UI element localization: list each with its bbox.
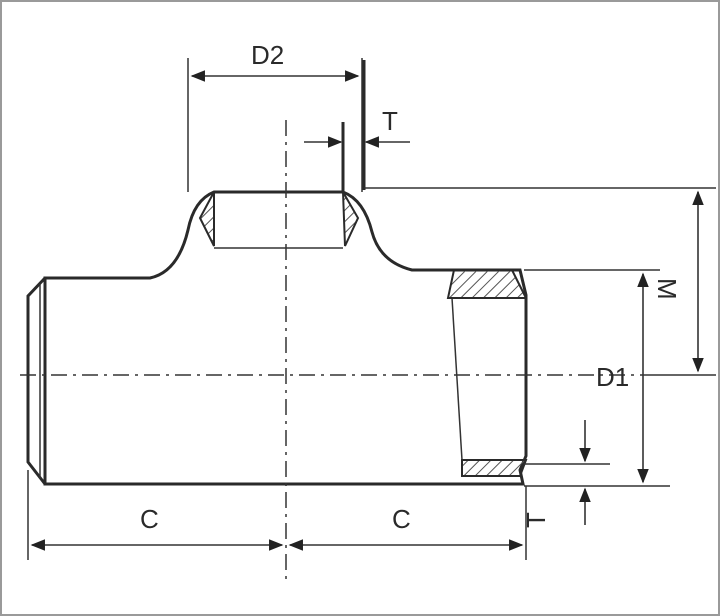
t-top-dimension: T — [304, 60, 410, 192]
c-right-label: C — [392, 504, 411, 534]
t-bottom-dimension: T — [521, 420, 610, 528]
d1-label: D1 — [596, 362, 629, 392]
t-bottom-label: T — [521, 512, 551, 528]
c-left-label: C — [140, 504, 159, 534]
t-top-label: T — [382, 106, 398, 136]
m-label: M — [652, 278, 682, 300]
d2-label: D2 — [251, 40, 284, 70]
d2-dimension: D2 — [187, 40, 363, 192]
c-dimensions: C C — [27, 470, 527, 560]
m-dimension: M — [364, 187, 716, 376]
tee-body — [26, 190, 528, 486]
d1-dimension: D1 — [524, 269, 670, 487]
weld-bevels — [198, 191, 528, 477]
